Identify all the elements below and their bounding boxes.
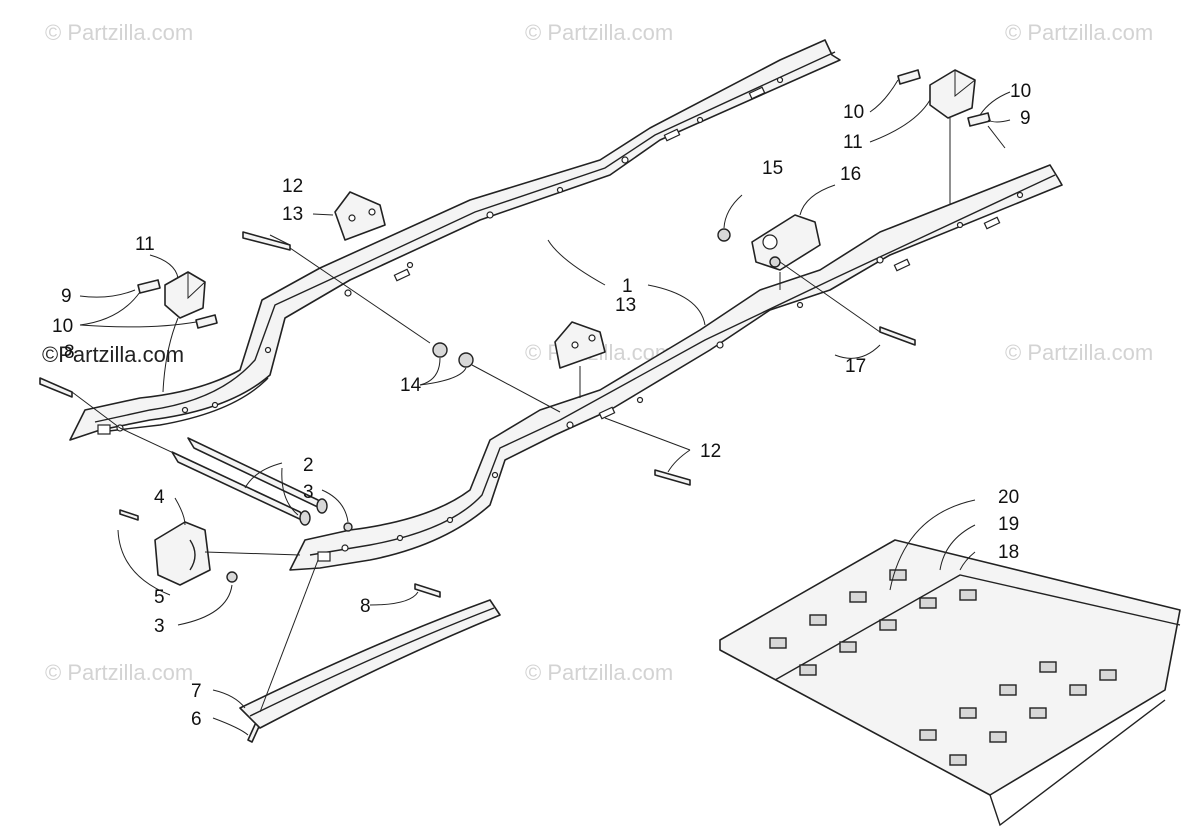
stoppers <box>137 69 991 329</box>
callout-3: 3 <box>154 616 165 637</box>
nuts <box>226 342 474 583</box>
callout-labels: 1 2 3 3 4 5 6 7 8 8 9 9 10 10 10 11 11 1… <box>52 81 1031 730</box>
callout-5: 5 <box>154 587 165 608</box>
mounting-brackets <box>334 191 606 369</box>
watermark: © Partzilla.com <box>1005 340 1153 365</box>
callout-9: 9 <box>61 286 72 307</box>
watermark: © Partzilla.com <box>1005 20 1153 45</box>
callout-19: 19 <box>998 514 1019 535</box>
callout-14: 14 <box>400 375 422 396</box>
left-rail <box>69 39 841 441</box>
idler-block <box>717 214 821 271</box>
callout-20: 20 <box>998 487 1019 508</box>
callout-13: 13 <box>615 295 636 316</box>
track <box>719 539 1181 827</box>
callout-15: 15 <box>762 158 783 179</box>
watermark: © Partzilla.com <box>45 660 193 685</box>
callout-3: 3 <box>303 482 314 503</box>
callout-6: 6 <box>191 709 202 730</box>
callout-17: 17 <box>845 356 866 377</box>
watermark: © Partzilla.com <box>45 20 193 45</box>
track-lugs <box>769 569 1117 766</box>
callout-9: 9 <box>1020 108 1031 129</box>
watermark: © Partzilla.com <box>525 20 673 45</box>
callout-11: 11 <box>135 234 155 255</box>
bolts <box>39 231 916 743</box>
callout-1: 1 <box>622 276 633 297</box>
callout-13: 13 <box>282 204 303 225</box>
callout-10: 10 <box>1010 81 1031 102</box>
callout-10: 10 <box>52 316 73 337</box>
watermark: © Partzilla.com <box>525 660 673 685</box>
callout-18: 18 <box>998 542 1019 563</box>
watermark-dark: ©Partzilla.com <box>42 342 184 367</box>
callout-2: 2 <box>303 455 314 476</box>
callout-11: 11 <box>843 132 863 153</box>
callout-12: 12 <box>282 176 303 197</box>
callout-7: 7 <box>191 681 202 702</box>
leader-lines <box>71 79 1011 736</box>
callout-8: 8 <box>64 342 75 363</box>
callout-4: 4 <box>154 487 165 508</box>
cross-shafts <box>171 437 328 526</box>
callout-8: 8 <box>360 596 371 617</box>
callout-12: 12 <box>700 441 721 462</box>
right-rail <box>289 164 1063 571</box>
callout-16: 16 <box>840 164 861 185</box>
slide <box>239 599 501 729</box>
bumper <box>154 521 211 586</box>
callout-10: 10 <box>843 102 864 123</box>
